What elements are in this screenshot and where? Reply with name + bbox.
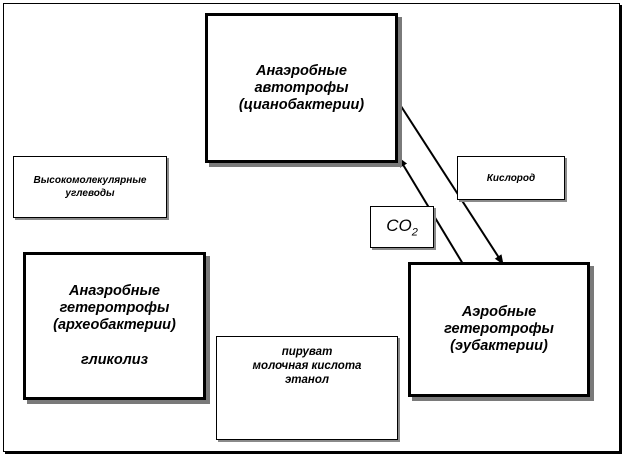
- high-molecular-carbs-box: Высокомолекулярные углеводы: [13, 156, 167, 218]
- co2-label: CO2: [386, 216, 418, 238]
- anaerobic-heterotrophs-box: Анаэробные гетеротрофы (археобактерии) г…: [23, 252, 206, 400]
- products-box: пируват молочная кислота этанол: [216, 336, 398, 440]
- anaerobic-autotrophs-line-3: (цианобактерии): [238, 96, 365, 113]
- anaerobic-autotrophs-line-2: автотрофы: [254, 79, 349, 96]
- oxygen-box: Кислород: [457, 156, 565, 200]
- product-ethanol: этанол: [284, 374, 330, 386]
- arrow-to-aerobic: [396, 99, 504, 265]
- co2-box: CO2: [370, 206, 434, 248]
- oxygen-label: Кислород: [486, 172, 536, 184]
- product-pyruvate: пируват: [281, 346, 333, 358]
- aerobic-heterotrophs-line-2: гетеротрофы: [444, 321, 554, 337]
- anaerobic-autotrophs-line-1: Анаэробные: [255, 62, 347, 79]
- aerobic-heterotrophs-line-1: Аэробные: [461, 304, 537, 320]
- product-lactic-acid: молочная кислота: [252, 360, 362, 372]
- aerobic-heterotrophs-box: Аэробные гетеротрофы (эубактерии): [408, 262, 590, 397]
- carbs-line-1: Высокомолекулярные: [33, 175, 147, 186]
- diagram-frame: [3, 3, 620, 452]
- anaerobic-heterotrophs-line-3: (археобактерии): [53, 317, 176, 333]
- co2-base: CO: [386, 215, 412, 235]
- anaerobic-heterotrophs-line-2: гетеротрофы: [59, 300, 170, 316]
- co2-subscript: 2: [411, 226, 418, 239]
- anaerobic-heterotrophs-line-1: Анаэробные: [68, 283, 160, 299]
- aerobic-heterotrophs-line-3: (эубактерии): [450, 338, 548, 354]
- anaerobic-autotrophs-box: Анаэробные автотрофы (цианобактерии): [205, 13, 398, 163]
- glycolysis-label: гликолиз: [80, 352, 149, 368]
- carbs-line-2: углеводы: [65, 188, 115, 199]
